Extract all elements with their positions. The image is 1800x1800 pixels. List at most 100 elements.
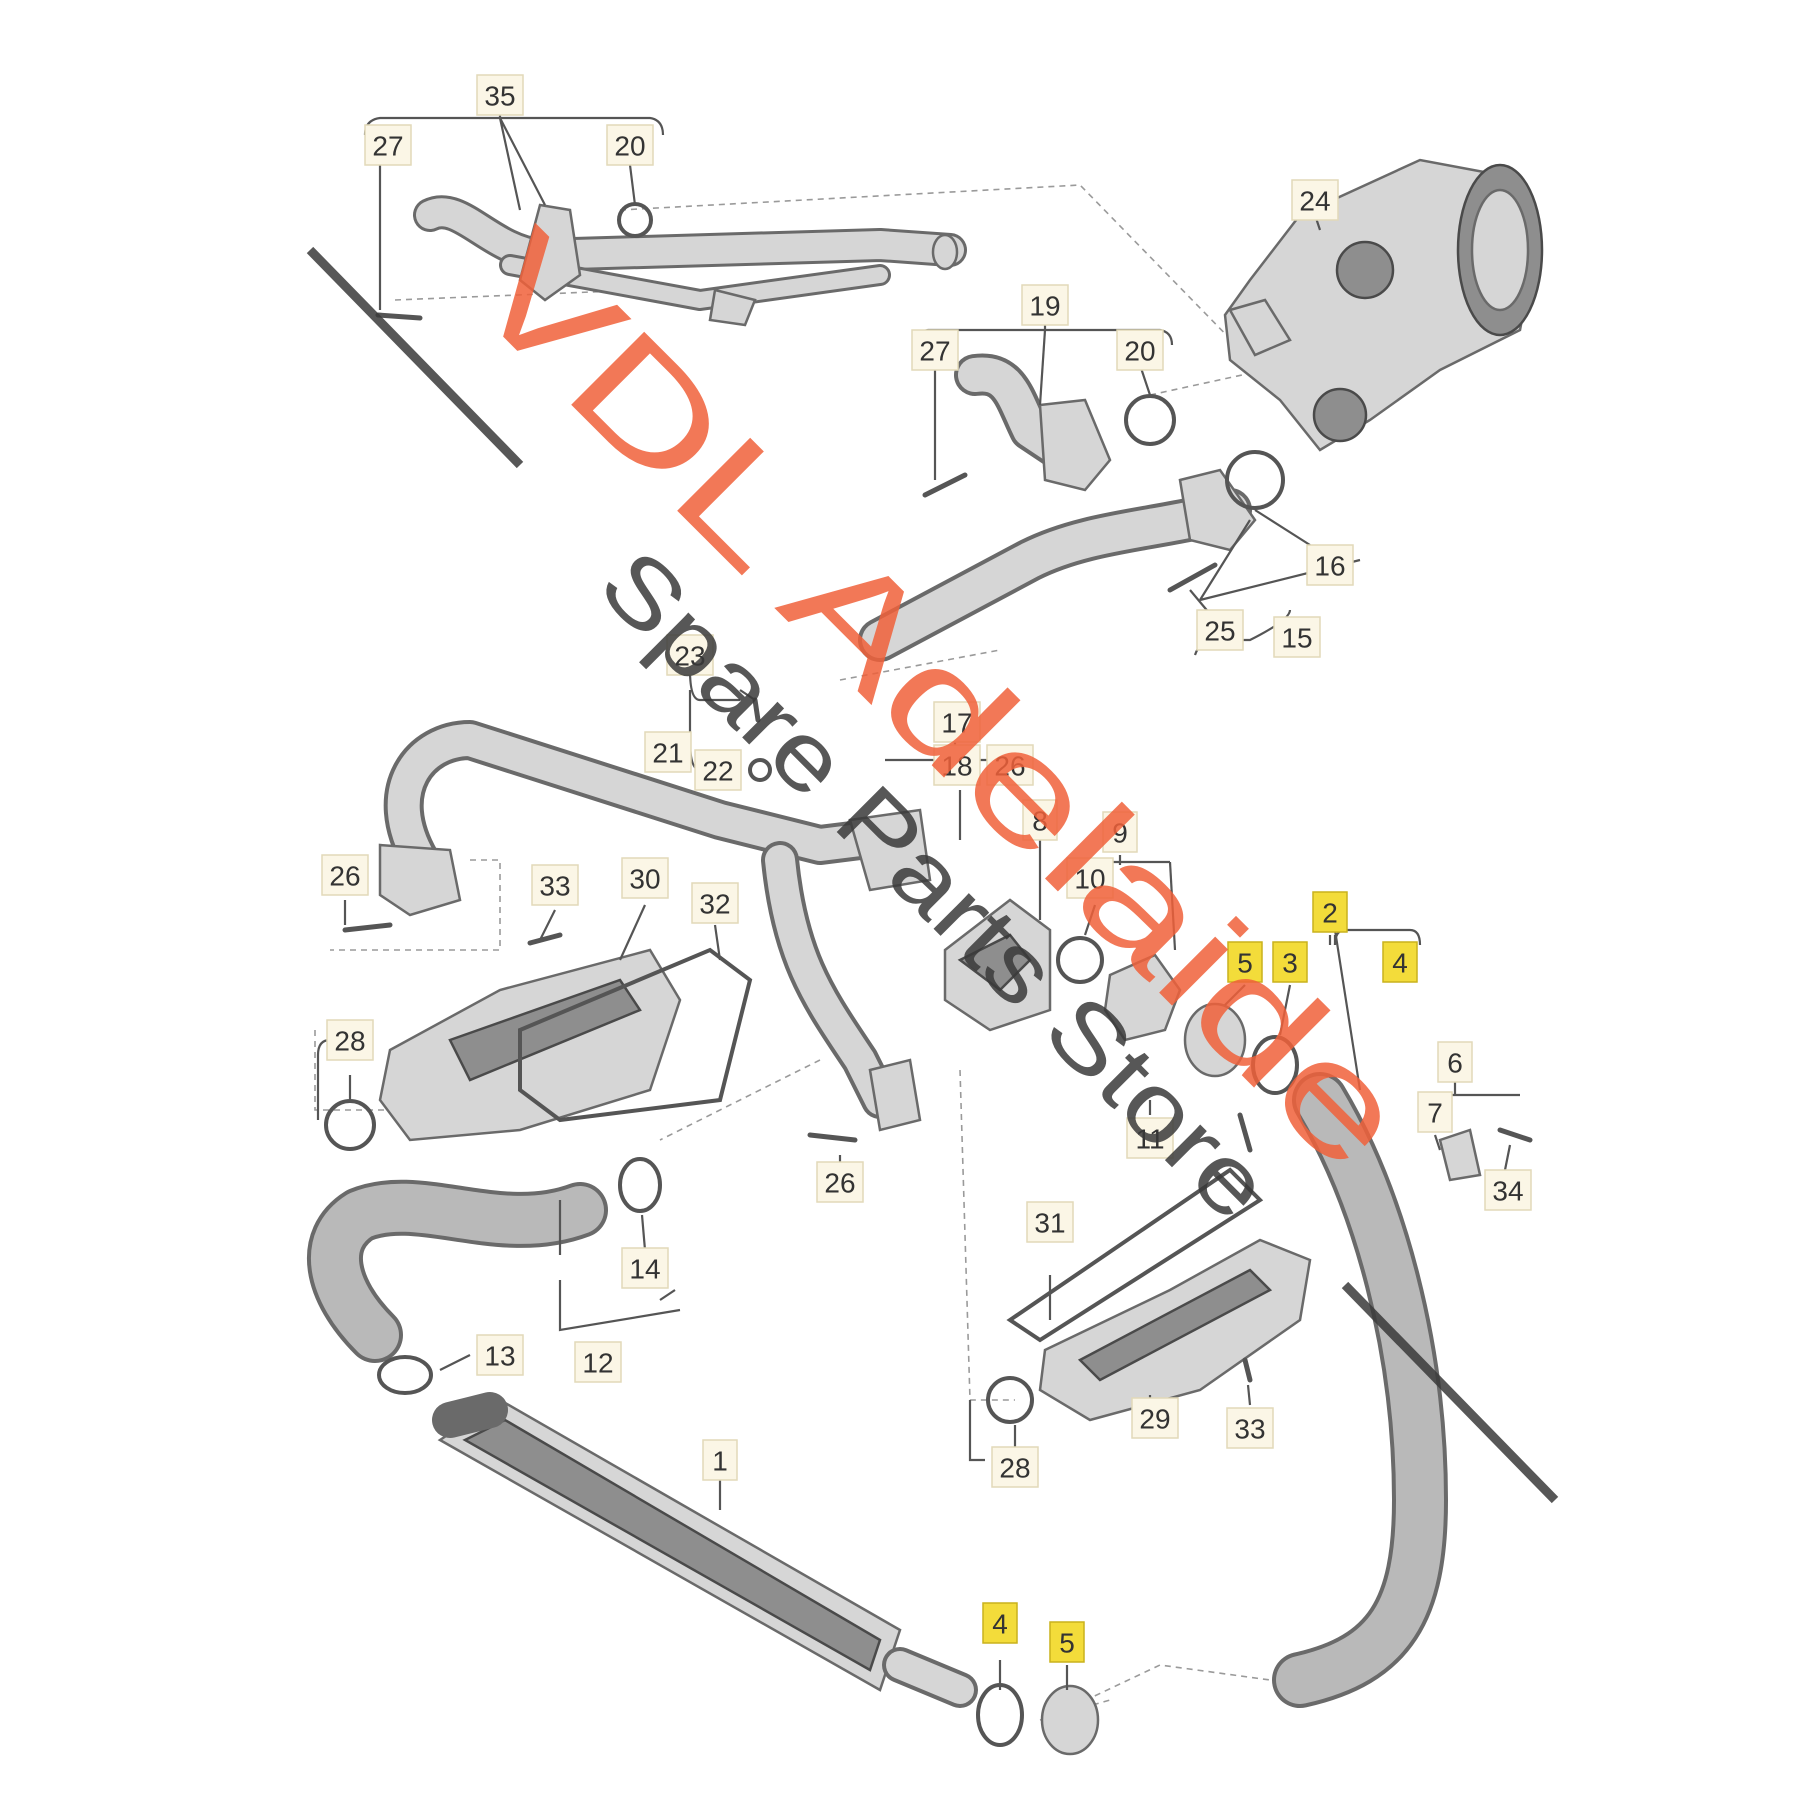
callout-number: 23 xyxy=(674,641,705,672)
flange-9 xyxy=(1103,953,1182,1042)
callout-number: 18 xyxy=(941,751,972,782)
callout-number: 9 xyxy=(1112,818,1128,849)
callout-number: 31 xyxy=(1034,1208,1065,1239)
egr-valve-8 xyxy=(943,898,1052,1032)
callout-number: 16 xyxy=(1314,551,1345,582)
callout-label-4: 4 xyxy=(982,1602,1018,1644)
coolant-pipe-assembly-35 xyxy=(413,195,967,327)
callout-label-16: 16 xyxy=(1306,544,1354,586)
callout-label-20: 20 xyxy=(606,124,654,166)
callout-number: 22 xyxy=(702,756,733,787)
callout-label-26: 26 xyxy=(986,744,1034,786)
callout-label-21: 21 xyxy=(644,731,692,773)
callout-label-27: 27 xyxy=(911,329,959,371)
callout-number: 4 xyxy=(1392,948,1408,979)
clamp-13 xyxy=(377,1355,433,1395)
callout-label-3: 3 xyxy=(1272,941,1308,983)
callout-number: 35 xyxy=(484,81,515,112)
callout-label-33: 33 xyxy=(531,864,579,906)
bracket-6 xyxy=(1438,1128,1482,1182)
seal-22 xyxy=(748,758,772,782)
coolant-pipe-15 xyxy=(858,468,1257,662)
gasket-32 xyxy=(518,947,753,1123)
callout-label-25: 25 xyxy=(1196,609,1244,651)
callout-number: 8 xyxy=(1032,806,1048,837)
callout-label-6: 6 xyxy=(1437,1041,1473,1083)
watermark-slash-left xyxy=(306,246,524,469)
callout-label-28: 28 xyxy=(991,1446,1039,1488)
callout-number: 3 xyxy=(1282,948,1298,979)
callout-number: 26 xyxy=(994,751,1025,782)
callout-label-9: 9 xyxy=(1102,811,1138,853)
callout-label-1: 1 xyxy=(702,1439,738,1481)
callout-label-23: 23 xyxy=(666,634,714,676)
callout-label-31: 31 xyxy=(1026,1201,1074,1243)
callout-number: 33 xyxy=(539,871,570,902)
callout-number: 12 xyxy=(582,1348,613,1379)
callout-number: 14 xyxy=(629,1254,660,1285)
callout-label-19: 19 xyxy=(1021,284,1069,326)
bolts xyxy=(342,312,1533,1383)
callout-number: 13 xyxy=(484,1341,515,1372)
seal-ring-20-mid xyxy=(1124,394,1176,446)
clamp-14 xyxy=(618,1157,662,1213)
seal-ring-28-right xyxy=(986,1376,1034,1424)
callout-number: 5 xyxy=(1059,1628,1075,1659)
callout-label-2: 2 xyxy=(1312,891,1348,933)
seal-ring-28-left xyxy=(324,1099,376,1151)
callout-number: 28 xyxy=(334,1026,365,1057)
callout-label-32: 32 xyxy=(691,882,739,924)
seal-ring-10 xyxy=(1056,936,1104,984)
callout-number: 11 xyxy=(1135,1124,1164,1155)
callout-label-8: 8 xyxy=(1022,799,1058,841)
gasket-31 xyxy=(1006,1167,1264,1343)
intake-manifold-29 xyxy=(1038,1238,1312,1422)
callout-label-34: 34 xyxy=(1484,1169,1532,1211)
callout-number: 20 xyxy=(614,131,645,162)
callout-label-26: 26 xyxy=(816,1161,864,1203)
connector-5 xyxy=(1183,1002,1247,1078)
egr-cooler-30 xyxy=(378,948,682,1142)
callout-label-15: 15 xyxy=(1273,616,1321,658)
callout-number: 2 xyxy=(1322,898,1338,929)
callout-label-20: 20 xyxy=(1116,329,1164,371)
callout-label-18: 18 xyxy=(933,744,981,786)
callout-label-29: 29 xyxy=(1131,1397,1179,1439)
connector-5-bottom xyxy=(1040,1684,1100,1756)
callout-label-5: 5 xyxy=(1049,1621,1085,1663)
callout-label-28: 28 xyxy=(326,1019,374,1061)
callout-number: 1 xyxy=(712,1446,728,1477)
watermark-slash-right xyxy=(1341,1281,1559,1504)
callout-label-7: 7 xyxy=(1417,1091,1453,1133)
callout-number: 17 xyxy=(941,708,972,739)
callout-number: 20 xyxy=(1124,336,1155,367)
callout-number: 7 xyxy=(1427,1098,1443,1129)
callout-number: 26 xyxy=(329,861,360,892)
callout-number: 21 xyxy=(652,738,683,769)
callout-label-22: 22 xyxy=(694,749,742,791)
callout-number: 6 xyxy=(1447,1048,1463,1079)
callout-number: 29 xyxy=(1139,1404,1170,1435)
callout-label-27: 27 xyxy=(364,124,412,166)
callout-number: 19 xyxy=(1029,291,1060,322)
callout-label-26: 26 xyxy=(321,854,369,896)
callout-number: 10 xyxy=(1074,864,1105,895)
callout-number: 30 xyxy=(629,864,660,895)
callout-number: 15 xyxy=(1281,623,1312,654)
callout-number: 5 xyxy=(1237,948,1253,979)
callout-number: 24 xyxy=(1299,186,1330,217)
callout-label-14: 14 xyxy=(621,1247,669,1289)
callout-number: 33 xyxy=(1234,1414,1265,1445)
callout-label-4: 4 xyxy=(1382,941,1418,983)
callout-label-5: 5 xyxy=(1227,941,1263,983)
intercooler-1 xyxy=(432,1392,978,1708)
callout-label-12: 12 xyxy=(574,1341,622,1383)
callout-number: 34 xyxy=(1492,1176,1523,1207)
callout-number: 32 xyxy=(699,889,730,920)
callout-number: 27 xyxy=(372,131,403,162)
callout-label-30: 30 xyxy=(621,857,669,899)
charge-air-hose-2 xyxy=(1272,1072,1448,1708)
callout-label-33: 33 xyxy=(1226,1407,1274,1449)
